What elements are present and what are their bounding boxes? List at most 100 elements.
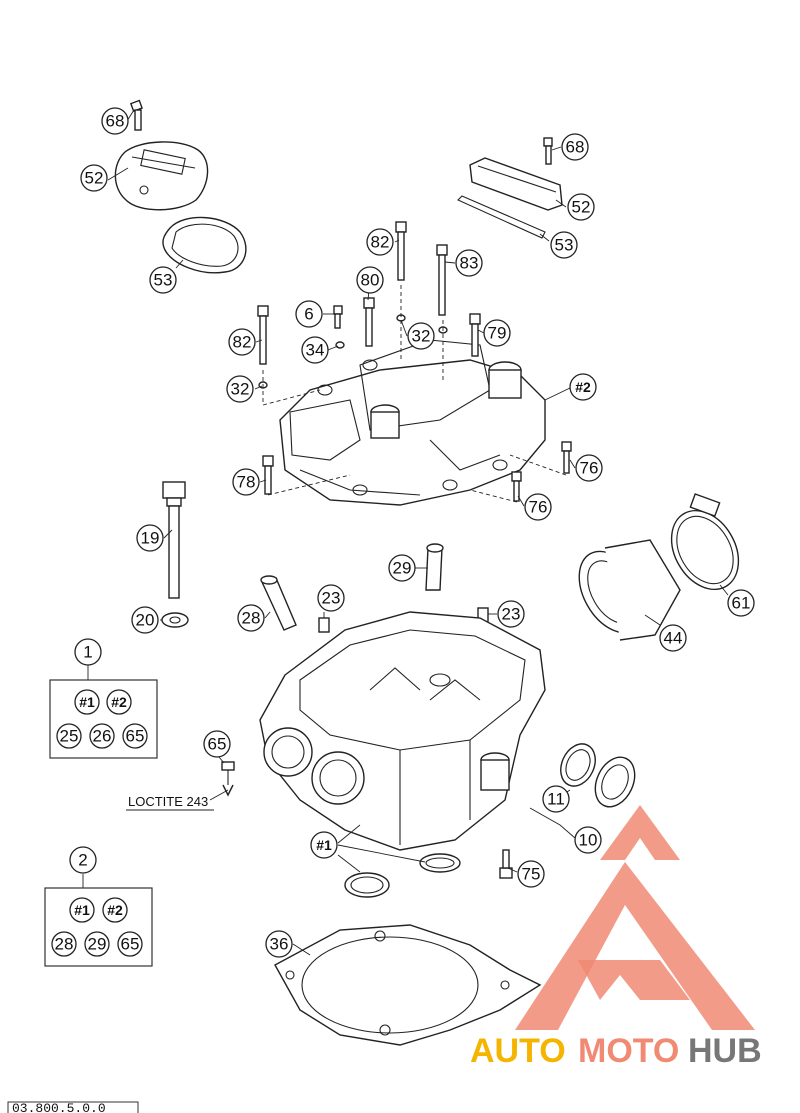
svg-text:83: 83 [460,254,479,273]
valve-cover-right [469,157,563,211]
callout-11: 11 [542,785,570,813]
footer-code: 03.800.5.0.0 [12,1101,106,1113]
svg-text:75: 75 [522,865,541,884]
svg-text:80: 80 [361,271,380,290]
watermark-text-moto: MOTO [578,1032,679,1070]
svg-text:#2: #2 [575,379,591,395]
svg-text:6: 6 [304,305,313,324]
callout-20: 20 [131,606,159,634]
svg-text:20: 20 [136,611,155,630]
kit-2-item-c: 28 [51,931,77,957]
callout-53-right: 53 [550,231,578,259]
callout-75: 75 [517,860,545,888]
svg-text:53: 53 [555,236,574,255]
watermark-text-auto: AUTO [470,1032,566,1070]
svg-text:53: 53 [154,271,173,290]
svg-text:26: 26 [93,727,112,746]
callout-76-right: 76 [575,454,603,482]
svg-text:#1: #1 [79,694,95,710]
leader-lines [82,109,729,956]
svg-text:82: 82 [233,333,252,352]
svg-text:1: 1 [83,643,92,662]
callout-68-left: 68 [101,107,129,135]
callout-79: 79 [483,319,511,347]
svg-text:68: 68 [106,112,125,131]
callout-52-right: 52 [567,193,595,221]
svg-text:68: 68 [566,138,585,157]
svg-text:10: 10 [579,831,598,850]
callout-ref-2: #2 [569,373,597,401]
svg-text:23: 23 [502,605,521,624]
callout-52-left: 52 [80,164,108,192]
svg-text:25: 25 [60,727,79,746]
svg-text:65: 65 [126,727,145,746]
callout-68-right: 68 [561,133,589,161]
camshaft-carrier [279,339,546,506]
loctite-note: LOCTITE 243 [126,794,214,811]
callout-29: 29 [388,554,416,582]
footer-code-box: 03.800.5.0.0 [7,1101,139,1113]
washer [161,612,189,628]
long-bolt [162,481,186,599]
kit-1-item-c: 25 [56,723,82,749]
svg-text:#2: #2 [107,902,123,918]
svg-text:28: 28 [55,935,74,954]
seal-ring-10 [594,756,636,808]
callout-82-left: 82 [228,328,256,356]
kit-2-item-d: 29 [84,931,110,957]
callout-44: 44 [659,624,687,652]
svg-text:2: 2 [78,851,87,870]
svg-text:19: 19 [141,529,160,548]
svg-text:44: 44 [664,629,683,648]
valve-cover-left [114,141,209,211]
carrier-dash-lines [262,285,567,503]
svg-text:32: 32 [231,380,250,399]
callout-23-right: 23 [497,600,525,628]
svg-text:79: 79 [488,324,507,343]
svg-text:29: 29 [393,559,412,578]
svg-text:#1: #1 [316,837,332,853]
kit-box-2: 2 #1 #2 28 29 65 [44,846,153,967]
intake-boot [578,539,681,641]
svg-text:#2: #2 [111,694,127,710]
kit-2-item-e: 65 [117,931,143,957]
svg-text:82: 82 [371,233,390,252]
svg-text:34: 34 [306,341,325,360]
callout-34: 34 [301,336,329,364]
head-gasket [274,924,542,1046]
watermark-text-hub: HUB [688,1032,762,1070]
svg-text:52: 52 [85,169,104,188]
kit-1-item-b: #2 [106,689,132,715]
callout-76-lower: 76 [524,493,552,521]
svg-text:61: 61 [732,594,751,613]
svg-text:65: 65 [208,735,227,754]
kit-1-number: 1 [74,638,102,666]
o-ring-1a [344,872,390,898]
kit-box-1: 1 #1 #2 25 26 65 [49,638,158,759]
kit-2-item-a: #1 [69,897,95,923]
kit-1-item-d: 26 [89,723,115,749]
svg-text:11: 11 [547,790,565,809]
cylinder-head [259,611,546,851]
watermark-logo: AUTO MOTO HUB [470,805,762,1070]
o-ring-1b [419,853,461,873]
valve-guide-28 [260,575,297,631]
bolt-left-top [129,99,143,131]
svg-text:23: 23 [322,589,341,608]
kit-2-number: 2 [69,846,97,874]
valve-guide-29 [425,543,444,591]
callout-36: 36 [265,930,293,958]
callout-78: 78 [232,468,260,496]
callout-82-top: 82 [366,228,394,256]
svg-text:76: 76 [580,459,599,478]
callout-53-left: 53 [149,266,177,294]
callout-83: 83 [455,249,483,277]
callout-61: 61 [727,589,755,617]
svg-text:29: 29 [88,935,107,954]
svg-text:36: 36 [270,935,289,954]
kit-1-item-e: 65 [122,723,148,749]
callout-10: 10 [574,826,602,854]
svg-text:32: 32 [412,327,431,346]
kit-1-item-a: #1 [74,689,100,715]
